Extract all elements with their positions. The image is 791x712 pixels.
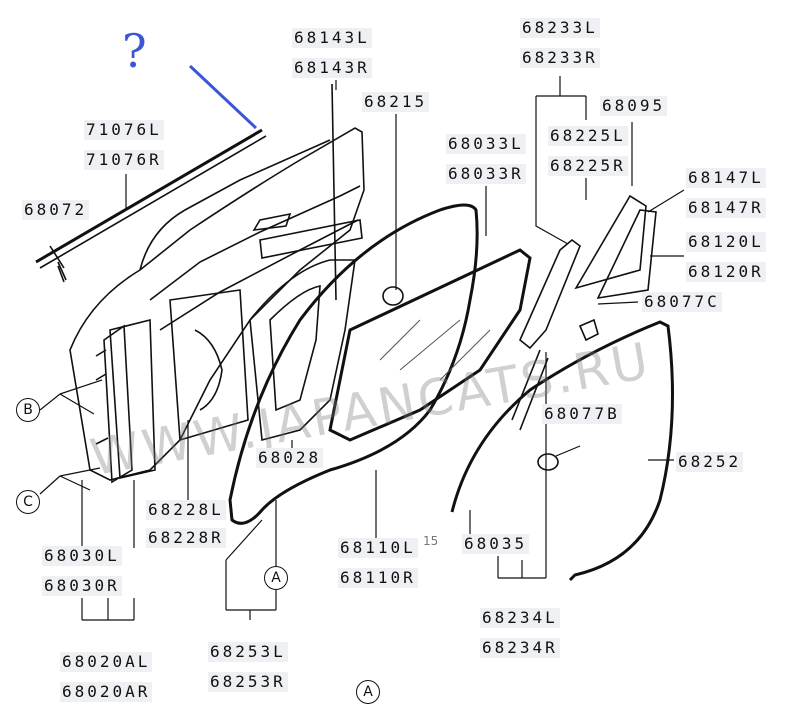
leader-lines <box>39 76 685 621</box>
clip-68077c[interactable] <box>578 318 599 342</box>
label-68234l[interactable]: 68234L <box>480 608 560 628</box>
label-68233l[interactable]: 68233L <box>520 18 600 38</box>
belt-molding-part[interactable] <box>35 128 267 281</box>
clip-68077b[interactable] <box>537 453 559 471</box>
label-71076r[interactable]: 71076R <box>84 150 164 170</box>
glass-stopper-part[interactable] <box>382 286 404 306</box>
label-68253r[interactable]: 68253R <box>208 672 288 692</box>
inner-seal-part[interactable] <box>249 259 356 442</box>
label-68252[interactable]: 68252 <box>676 452 744 472</box>
label-68143l[interactable]: 68143L <box>292 28 372 48</box>
hinge-part[interactable] <box>95 324 133 484</box>
callout-b[interactable]: B <box>16 398 40 422</box>
label-68110r[interactable]: 68110R <box>338 568 418 588</box>
label-68228l[interactable]: 68228L <box>146 500 226 520</box>
label-68147l[interactable]: 68147L <box>686 168 766 188</box>
label-68110l[interactable]: 68110L <box>338 538 418 558</box>
rear-channel-part[interactable] <box>511 238 581 431</box>
label-68033l[interactable]: 68033L <box>446 134 526 154</box>
callout-c[interactable]: C <box>16 490 40 514</box>
label-68077c[interactable]: 68077C <box>642 292 722 312</box>
label-68095[interactable]: 68095 <box>600 96 668 116</box>
label-68035[interactable]: 68035 <box>462 534 530 554</box>
label-68028[interactable]: 68028 <box>256 448 324 468</box>
label-68215[interactable]: 68215 <box>362 92 430 112</box>
window-regulator-part[interactable] <box>259 83 363 301</box>
label-68033r[interactable]: 68033R <box>446 164 526 184</box>
door-glass-part[interactable] <box>328 248 532 442</box>
door-shell-part[interactable] <box>69 127 365 481</box>
label-68030l[interactable]: 68030L <box>42 546 122 566</box>
callout-a-bottom[interactable]: A <box>356 680 380 704</box>
label-71076l[interactable]: 71076L <box>84 120 164 140</box>
label-68120l[interactable]: 68120L <box>686 232 766 252</box>
label-68072[interactable]: 68072 <box>22 200 90 220</box>
question-pointer-line <box>188 64 258 130</box>
clip-68072[interactable] <box>57 265 65 283</box>
label-68020al[interactable]: 68020AL <box>60 652 153 672</box>
watermark-small-number: 15 <box>423 534 439 548</box>
label-68233r[interactable]: 68233R <box>520 48 600 68</box>
label-68253l[interactable]: 68253L <box>208 642 288 662</box>
label-68030r[interactable]: 68030R <box>42 576 122 596</box>
label-68147r[interactable]: 68147R <box>686 198 766 218</box>
label-68077b[interactable]: 68077B <box>542 404 622 424</box>
label-68228r[interactable]: 68228R <box>146 528 226 548</box>
callout-a-inline[interactable]: A <box>264 566 288 590</box>
label-68120r[interactable]: 68120R <box>686 262 766 282</box>
question-mark: ? <box>122 24 147 78</box>
label-68225l[interactable]: 68225L <box>548 126 628 146</box>
quarter-glass-part[interactable] <box>574 194 657 300</box>
label-68020ar[interactable]: 68020AR <box>60 682 153 702</box>
label-68234r[interactable]: 68234R <box>480 638 560 658</box>
label-68225r[interactable]: 68225R <box>548 156 628 176</box>
opening-trim-part[interactable] <box>450 320 674 582</box>
door-weatherstrip-part[interactable] <box>228 203 479 525</box>
label-68143r[interactable]: 68143R <box>292 58 372 78</box>
